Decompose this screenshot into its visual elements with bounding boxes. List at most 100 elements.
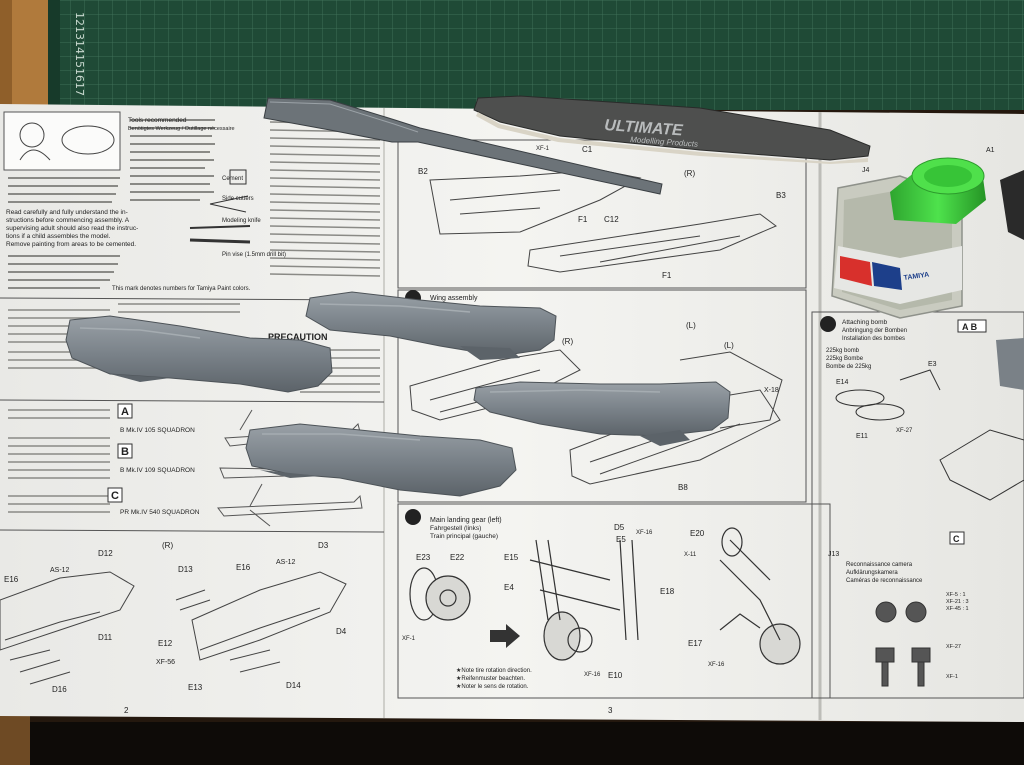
svg-text:B8: B8: [678, 483, 688, 492]
marking-a-tag: A: [121, 406, 129, 418]
c-tag: C: [953, 534, 960, 544]
svg-text:XF-1: XF-1: [946, 674, 958, 680]
camera-diagram: [875, 601, 931, 687]
svg-text:E15: E15: [504, 553, 519, 562]
step12-line: Installation des bombes: [842, 336, 905, 342]
fuselage-half-1: [65, 315, 333, 393]
bomb-line: 225kg Bombe: [826, 356, 864, 362]
arrow-icon: [490, 624, 520, 648]
camera-line: J13: [828, 551, 839, 558]
tools-list: Cement Side cutters Modeling knife Pin v…: [189, 169, 286, 258]
dark-floor: [0, 722, 1024, 765]
svg-text:D12: D12: [98, 549, 113, 558]
landing-gear-diagram: [409, 527, 801, 665]
step-part-labels: D5 E5 E15 E4 E23 E22 XF-16 E18 XF-1 XF-1…: [402, 523, 725, 680]
right-page-number: 3: [608, 706, 613, 715]
fuselage-half-3: [473, 381, 731, 446]
svg-text:A1: A1: [986, 147, 995, 154]
svg-text:(L): (L): [686, 321, 696, 330]
marking-b-tag: B: [121, 446, 129, 458]
mat-ruler-numbers: 12 13 14 15 16 17: [73, 12, 86, 96]
ruler-number: 14: [73, 40, 86, 54]
svg-text:(R): (R): [684, 169, 695, 178]
svg-text:D13: D13: [178, 565, 193, 574]
ab-tag: A B: [962, 322, 978, 332]
fuselage-half-2: [305, 291, 557, 360]
metal-file-tool: [263, 97, 663, 195]
svg-text:D14: D14: [286, 681, 301, 690]
svg-text:XF-16: XF-16: [584, 672, 601, 678]
svg-text:E5: E5: [616, 535, 626, 544]
wing-title: Wing assembly: [430, 295, 478, 302]
svg-text:(R): (R): [162, 541, 173, 550]
ruler-number: 15: [73, 54, 86, 68]
svg-text:XF-16: XF-16: [708, 662, 725, 668]
svg-text:XF-16: XF-16: [636, 530, 653, 536]
wing-interior-diagram: [429, 169, 777, 273]
svg-text:XF-21 : 3: XF-21 : 3: [946, 599, 969, 605]
bottle-label-text: TAMIYA: [903, 271, 929, 282]
ruler-number: 16: [73, 68, 86, 82]
brand-logo-text: ULTIMATE: [604, 117, 685, 140]
svg-text:E4: E4: [504, 583, 514, 592]
svg-text:B2: B2: [418, 167, 428, 176]
svg-text:E3: E3: [928, 361, 937, 368]
fuselage-half-4: [245, 423, 517, 497]
svg-text:E23: E23: [416, 553, 431, 562]
bomb-line: 225kg bomb: [826, 348, 860, 354]
ruler-number: 17: [73, 82, 86, 96]
step-part-labels: B2 C1 XF-1 (R) B3 F1 C12 F1 (L) (R) (L) …: [418, 145, 786, 492]
camera-line: Reconnaissance camera: [846, 562, 913, 568]
svg-text:XF-45 : 1: XF-45 : 1: [946, 606, 969, 612]
step4-line: Fahrgestell (links): [430, 525, 481, 532]
svg-text:X-18: X-18: [764, 387, 779, 394]
paint-mark-note: This mark denotes numbers for Tamiya Pai…: [112, 286, 251, 292]
step4-line: Main landing gear (left): [430, 517, 502, 524]
cement-bottle: TAMIYA: [831, 157, 986, 319]
svg-text:E10: E10: [608, 671, 623, 680]
ruler-number: 12: [73, 12, 86, 26]
svg-text:tions if a child assembles the: tions if a child assembles the model.: [6, 233, 111, 240]
svg-text:Cement: Cement: [222, 176, 243, 182]
svg-text:AS-12: AS-12: [276, 559, 296, 566]
svg-text:E18: E18: [660, 587, 675, 596]
svg-text:XF-27: XF-27: [896, 428, 913, 434]
markings-section: A B Mk.IV 105 SQUADRON B B Mk.IV 109 SQU…: [8, 403, 363, 527]
marking-b-text: B Mk.IV 109 SQUADRON: [120, 467, 195, 474]
svg-text:Read carefully and fully under: Read carefully and fully understand the …: [6, 209, 128, 216]
camera-line: Caméras de reconnaissance: [846, 578, 923, 584]
dark-object: [1000, 170, 1024, 240]
svg-text:E11: E11: [856, 433, 868, 440]
bomb-diagram: [835, 369, 1024, 501]
svg-text:supervising adult should also: supervising adult should also read the i…: [6, 225, 138, 232]
bomb-line: Bombe de 225kg: [826, 364, 871, 370]
svg-text:XF-5 : 1: XF-5 : 1: [946, 592, 966, 598]
filler-text-block: [8, 119, 215, 289]
svg-text:E22: E22: [450, 553, 465, 562]
svg-text:XF-1: XF-1: [536, 146, 550, 152]
step4-line: Train principal (gauche): [430, 533, 498, 540]
svg-text:Remove painting from areas to: Remove painting from areas to be cemente…: [6, 241, 136, 248]
step12-line: Anbringung der Bomben: [842, 328, 907, 334]
marking-c-text: PR Mk.IV 540 SQUADRON: [120, 509, 200, 516]
tools-sub: Benötigtes Werkzeug / Outillage nécessai…: [128, 126, 235, 132]
svg-text:XF-1: XF-1: [402, 636, 416, 642]
paint-color-table: [269, 121, 381, 277]
step-part-labels: D12 (R) D13 E16 AS-12 D3 E16 AS-12 D11 E…: [4, 541, 347, 694]
svg-text:J4: J4: [862, 167, 870, 174]
svg-text:E12: E12: [158, 639, 173, 648]
svg-text:F1: F1: [662, 271, 672, 280]
svg-text:C1: C1: [582, 145, 593, 154]
svg-text:Modeling knife: Modeling knife: [222, 218, 261, 224]
fuselage-interior-diagram: [0, 571, 347, 685]
step12-line: Attaching bomb: [842, 319, 888, 326]
svg-text:(L): (L): [724, 341, 734, 350]
svg-text:AS-12: AS-12: [50, 567, 70, 574]
svg-text:B3: B3: [776, 191, 786, 200]
svg-text:D3: D3: [318, 541, 329, 550]
svg-text:E17: E17: [688, 639, 703, 648]
svg-text:E13: E13: [188, 683, 203, 692]
svg-text:D4: D4: [336, 627, 347, 636]
svg-text:E20: E20: [690, 529, 705, 538]
